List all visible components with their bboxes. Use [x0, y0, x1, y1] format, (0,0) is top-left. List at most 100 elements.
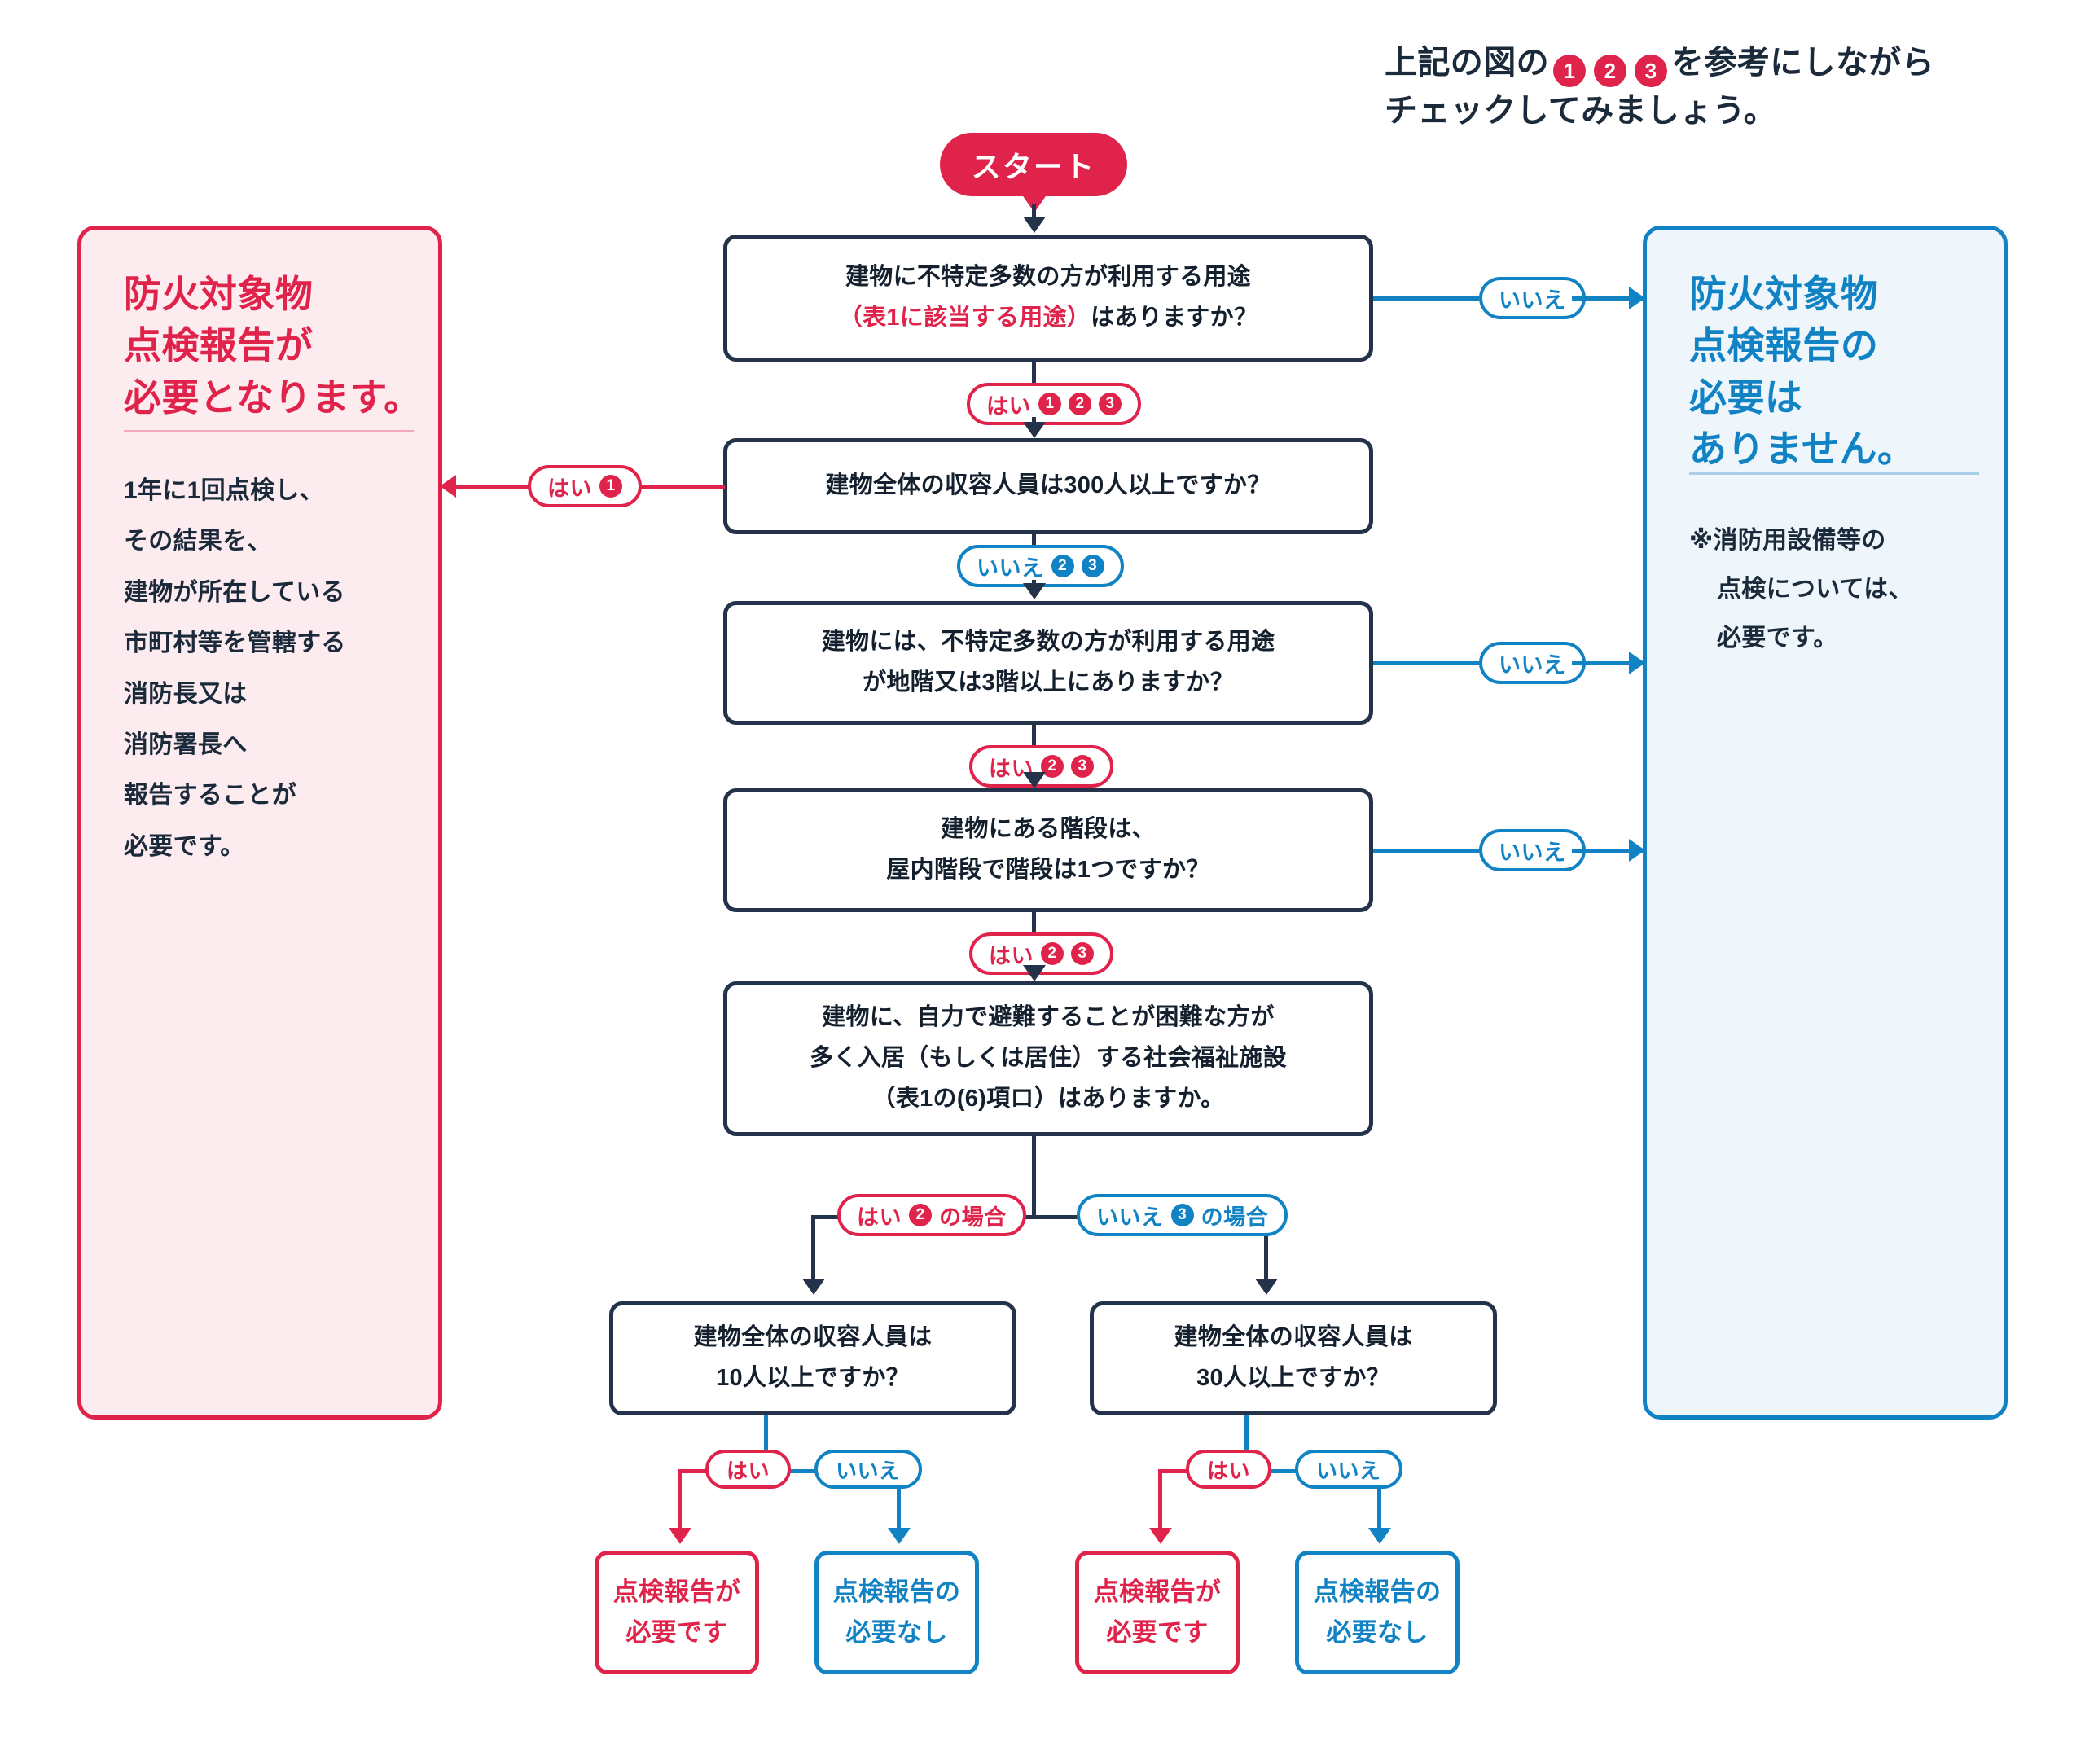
arrow-q3-no-icon — [1629, 652, 1645, 674]
arrow-q7-no-icon — [1368, 1528, 1391, 1544]
result-box-1: 点検報告が 必要です — [595, 1551, 759, 1674]
panel-red-title-l1: 防火対象物 — [124, 273, 314, 315]
r3-line2: 必要です — [1106, 1618, 1209, 1647]
edge-q6-yes-v — [678, 1469, 682, 1533]
q4-line1: 建物にある階段は、 — [941, 816, 1156, 843]
badge-2-icon: 2 — [1051, 555, 1074, 577]
arrow-q2-no-icon — [1023, 583, 1046, 599]
badge-1-icon: 1 — [599, 475, 623, 498]
question-box-2: 建物全体の収容人員は300人以上ですか？ — [723, 438, 1373, 534]
result-box-4: 点検報告の 必要なし — [1295, 1551, 1460, 1674]
start-badge: スタート — [940, 133, 1127, 196]
header-note-line2: チェックしてみましょう。 — [1385, 93, 1777, 129]
label-q5-yes-suffix: の場合 — [939, 1205, 1007, 1230]
arrow-q5-no-icon — [1255, 1279, 1278, 1295]
edge-q5-stem — [1032, 1136, 1036, 1218]
label-q6-yes[interactable]: はい — [705, 1450, 792, 1489]
edge-start-q1 — [1032, 204, 1036, 220]
panel-red-title-l3: 必要となります。 — [124, 375, 422, 419]
q4-line2: 屋内階段で階段は1つですか？ — [886, 857, 1210, 883]
badge-3-icon: 3 — [1071, 942, 1095, 965]
label-q7-yes[interactable]: はい — [1186, 1450, 1272, 1489]
q5-line1: 建物に、自力で避難することが困難な方が — [822, 1004, 1275, 1031]
r3-line1: 点検報告が — [1093, 1577, 1222, 1606]
panel-red-title: 防火対象物 点検報告が 必要となります。 — [124, 269, 433, 423]
r1-line2: 必要です — [626, 1618, 728, 1647]
panel-blue-note-l2: 点検については、 — [1717, 576, 1913, 603]
start-label: スタート — [971, 150, 1096, 183]
label-q2-yes[interactable]: はい 1 — [528, 465, 643, 507]
panel-blue-title-l3: 必要は — [1689, 375, 1803, 419]
edge-q1-no-a — [1373, 296, 1479, 301]
edge-q3-yes-a — [1032, 725, 1036, 751]
label-q1-yes[interactable]: はい 1 2 3 — [967, 383, 1142, 425]
label-q5-no-suffix: の場合 — [1201, 1205, 1269, 1230]
panel-red-body-6: 報告することが — [124, 782, 297, 810]
panel-red-title-l2: 点検報告が — [124, 324, 314, 367]
q5-line3: （表1の(6)項ロ）はありますか。 — [871, 1085, 1225, 1112]
label-q3-no[interactable]: いいえ — [1479, 642, 1586, 684]
q1-line1: 建物に不特定多数の方が利用する用途 — [845, 264, 1251, 291]
panel-blue-title-l1: 防火対象物 — [1689, 273, 1879, 315]
badge-2-icon: 2 — [1041, 755, 1064, 778]
edge-q4-no-a — [1373, 849, 1479, 853]
label-q7-no[interactable]: いいえ — [1295, 1450, 1402, 1489]
q7-line2: 30人以上ですか？ — [1196, 1365, 1390, 1391]
edge-q3-no-a — [1373, 661, 1479, 665]
label-q4-yes-text: はい — [989, 943, 1034, 968]
panel-red-body-5: 消防署長へ — [124, 731, 248, 758]
label-q2-no[interactable]: いいえ 2 3 — [957, 545, 1124, 587]
r2-line2: 必要なし — [845, 1618, 948, 1647]
q3-line2: が地階又は3階以上にありますか？ — [863, 669, 1234, 696]
badge-3-icon: 3 — [1099, 393, 1122, 415]
edge-q6-no-v — [897, 1469, 901, 1533]
arrow-q2-yes-icon — [440, 475, 456, 498]
question-box-7: 建物全体の収容人員は 30人以上ですか？ — [1090, 1301, 1497, 1415]
edge-q1-yes-a — [1032, 362, 1036, 394]
question-box-5: 建物に、自力で避難することが困難な方が 多く入居（もしくは居住）する社会福祉施設… — [723, 981, 1373, 1136]
edge-q5-left-v — [811, 1215, 815, 1285]
arrow-q6-yes-icon — [669, 1528, 691, 1544]
label-q6-no[interactable]: いいえ — [814, 1450, 922, 1489]
badge-2-icon: 2 — [1069, 393, 1092, 415]
label-q1-yes-text: はい — [986, 393, 1032, 419]
edge-q5-right-v — [1264, 1215, 1268, 1285]
edge-q3-no-b — [1572, 661, 1645, 665]
label-q2-no-text: いいえ — [977, 555, 1044, 581]
badge-3-icon: 3 — [1170, 1204, 1194, 1226]
arrow-q1-yes-icon — [1023, 422, 1046, 438]
label-q4-no[interactable]: いいえ — [1479, 829, 1586, 871]
badge-2-icon: 2 — [1041, 942, 1064, 965]
label-q6-yes-text: はい — [726, 1458, 770, 1483]
label-q1-no[interactable]: いいえ — [1479, 277, 1586, 319]
badge-1-icon: 1 — [1038, 393, 1062, 415]
edge-q7-no-v — [1377, 1469, 1381, 1533]
question-box-6: 建物全体の収容人員は 10人以上ですか？ — [609, 1301, 1016, 1415]
panel-inspection-required: 防火対象物 点検報告が 必要となります。 1年に1回点検し、 その結果を、 建物… — [77, 226, 442, 1420]
arrow-q1-no-icon — [1629, 287, 1645, 309]
q2-line1: 建物全体の収容人員は300人以上ですか？ — [825, 472, 1271, 499]
panel-blue-title: 防火対象物 点検報告の 必要は ありません。 — [1689, 269, 1999, 476]
edge-q6-stem — [764, 1415, 768, 1471]
edge-q1-yes-b — [1032, 417, 1036, 425]
badge-2-icon: 2 — [909, 1204, 933, 1226]
panel-red-body-1: その結果を、 — [124, 528, 272, 555]
panel-red-body-3: 市町村等を管轄する — [124, 630, 346, 657]
header-note-text-b: を参考にしながら — [1671, 45, 1935, 81]
arrow-q6-no-icon — [888, 1528, 911, 1544]
edge-q2-yes-b — [456, 485, 529, 489]
q5-line2: 多く入居（もしくは居住）する社会福祉施設 — [810, 1045, 1287, 1072]
panel-red-body: 1年に1回点検し、 その結果を、 建物が所在している 市町村等を管轄する 消防長… — [124, 466, 441, 872]
panel-blue-note-l1: ※消防用設備等の — [1689, 527, 1886, 554]
panel-inspection-not-required: 防火対象物 点検報告の 必要は ありません。 ※消防用設備等の 点検については、… — [1643, 226, 2008, 1420]
label-q6-no-text: いいえ — [836, 1458, 901, 1483]
q6-line2: 10人以上ですか？ — [716, 1365, 910, 1391]
label-q5-no[interactable]: いいえ 3 の場合 — [1077, 1194, 1288, 1236]
q1-line2-highlight: （表1に該当する用途） — [838, 305, 1091, 331]
question-box-4: 建物にある階段は、 屋内階段で階段は1つですか？ — [723, 788, 1373, 912]
label-q5-yes[interactable]: はい 2 の場合 — [837, 1194, 1026, 1236]
arrow-q3-yes-icon — [1023, 772, 1046, 788]
panel-blue-note: ※消防用設備等の 点検については、 必要です。 — [1689, 516, 2007, 663]
edge-q4-no-b — [1572, 849, 1645, 853]
